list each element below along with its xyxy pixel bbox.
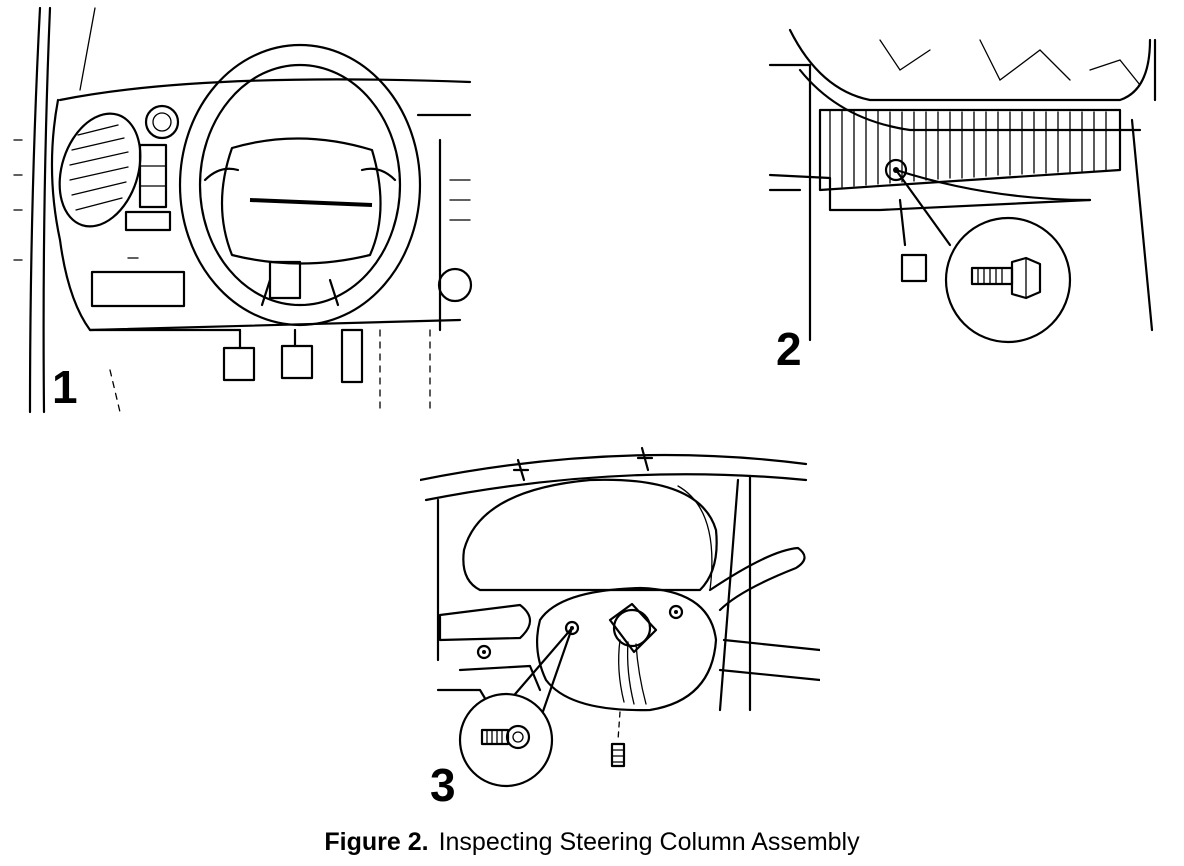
figure-title: Inspecting Steering Column Assembly [438, 828, 860, 856]
panel-1-dashboard-illustration [13, 6, 473, 414]
panel-3-label: 3 [430, 759, 456, 811]
panel-2-column-cover-illustration [768, 28, 1157, 344]
figure-label: Figure 2. [324, 828, 429, 856]
panel-1-label: 1 [52, 361, 78, 413]
figure-caption: Figure 2. Inspecting Steering Column Asse… [0, 828, 1184, 857]
panel-3-column-shroud-illustration [420, 446, 820, 788]
panel-2-label: 2 [776, 323, 802, 375]
